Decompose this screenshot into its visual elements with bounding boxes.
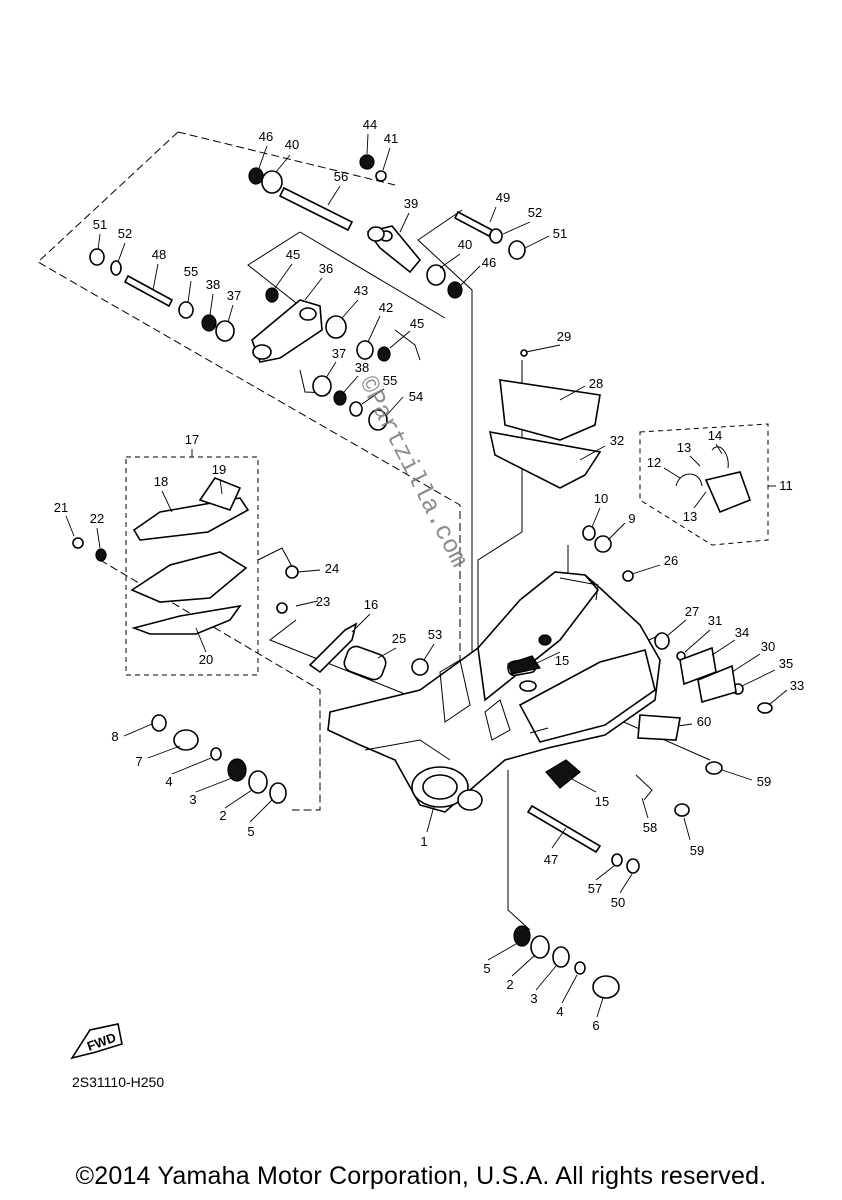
callout-17: 17 bbox=[185, 432, 199, 447]
callout-46a: 46 bbox=[259, 129, 273, 144]
callout-28: 28 bbox=[589, 376, 603, 391]
leader-lines bbox=[65, 133, 788, 1018]
callout-22: 22 bbox=[90, 511, 104, 526]
callout-26: 26 bbox=[664, 553, 678, 568]
callout-51b: 51 bbox=[553, 226, 567, 241]
callout-14: 14 bbox=[708, 428, 722, 443]
callout-35: 35 bbox=[779, 656, 793, 671]
callout-2b: 2 bbox=[506, 977, 513, 992]
callout-3a: 3 bbox=[189, 792, 196, 807]
callout-51a: 51 bbox=[93, 217, 107, 232]
callout-36: 36 bbox=[319, 261, 333, 276]
callout-20: 20 bbox=[199, 652, 213, 667]
callout-45a: 45 bbox=[286, 247, 300, 262]
callout-46b: 46 bbox=[482, 255, 496, 270]
callout-15a: 15 bbox=[555, 653, 569, 668]
callout-6: 6 bbox=[592, 1018, 599, 1033]
callout-53: 53 bbox=[428, 627, 442, 642]
plates-guards bbox=[488, 379, 737, 801]
callout-5b: 5 bbox=[483, 961, 490, 976]
callout-42: 42 bbox=[379, 300, 393, 315]
callout-4a: 4 bbox=[165, 774, 172, 789]
callout-60: 60 bbox=[697, 714, 711, 729]
callout-57: 57 bbox=[588, 881, 602, 896]
callout-49: 49 bbox=[496, 190, 510, 205]
callout-31: 31 bbox=[708, 613, 722, 628]
callout-39: 39 bbox=[404, 196, 418, 211]
callout-2a: 2 bbox=[219, 808, 226, 823]
callout-47: 47 bbox=[544, 852, 558, 867]
callout-40b: 40 bbox=[458, 237, 472, 252]
callout-12: 12 bbox=[647, 455, 661, 470]
callout-19: 19 bbox=[212, 462, 226, 477]
callout-5a: 5 bbox=[247, 824, 254, 839]
callout-37a: 37 bbox=[227, 288, 241, 303]
callout-8: 8 bbox=[111, 729, 118, 744]
callout-38b: 38 bbox=[355, 360, 369, 375]
callout-7: 7 bbox=[135, 754, 142, 769]
callout-16: 16 bbox=[364, 597, 378, 612]
callout-37b: 37 bbox=[332, 346, 346, 361]
callout-59b: 59 bbox=[690, 843, 704, 858]
callout-30: 30 bbox=[761, 639, 775, 654]
callout-24: 24 bbox=[325, 561, 339, 576]
callout-58: 58 bbox=[643, 820, 657, 835]
callout-55a: 55 bbox=[184, 264, 198, 279]
callout-13b: 13 bbox=[683, 509, 697, 524]
callout-43: 43 bbox=[354, 283, 368, 298]
callout-50: 50 bbox=[611, 895, 625, 910]
callout-4b: 4 bbox=[556, 1004, 563, 1019]
callout-23: 23 bbox=[316, 594, 330, 609]
callout-56: 56 bbox=[334, 169, 348, 184]
callout-52b: 52 bbox=[528, 205, 542, 220]
callout-27: 27 bbox=[685, 604, 699, 619]
callout-44: 44 bbox=[363, 117, 377, 132]
callout-15b: 15 bbox=[595, 794, 609, 809]
callout-52a: 52 bbox=[118, 226, 132, 241]
callout-48: 48 bbox=[152, 247, 166, 262]
callout-25: 25 bbox=[392, 631, 406, 646]
chain-guard-group bbox=[125, 456, 259, 676]
swingarm bbox=[327, 571, 681, 813]
bearings-collars bbox=[72, 154, 773, 999]
callout-10: 10 bbox=[594, 491, 608, 506]
callout-11: 11 bbox=[779, 478, 793, 493]
callout-55b: 55 bbox=[383, 373, 397, 388]
callout-32: 32 bbox=[610, 433, 624, 448]
callout-59a: 59 bbox=[757, 774, 771, 789]
callout-41: 41 bbox=[384, 131, 398, 146]
callout-13a: 13 bbox=[677, 440, 691, 455]
callout-21: 21 bbox=[54, 500, 68, 515]
callout-18: 18 bbox=[154, 474, 168, 489]
callout-3b: 3 bbox=[530, 991, 537, 1006]
copyright-notice: ©2014 Yamaha Motor Corporation, U.S.A. A… bbox=[75, 1162, 767, 1190]
callout-40a: 40 bbox=[285, 137, 299, 152]
callout-9: 9 bbox=[628, 511, 635, 526]
callout-33: 33 bbox=[790, 678, 804, 693]
callout-34: 34 bbox=[735, 625, 749, 640]
callout-1: 1 bbox=[420, 834, 427, 849]
fwd-arrow-icon: FWD bbox=[70, 1023, 123, 1060]
callout-29: 29 bbox=[557, 329, 571, 344]
callout-38a: 38 bbox=[206, 277, 220, 292]
callout-54: 54 bbox=[409, 389, 423, 404]
tensioner-group bbox=[639, 423, 769, 546]
callout-45b: 45 bbox=[410, 316, 424, 331]
diagram-code: 2S31110-H250 bbox=[72, 1074, 165, 1090]
callouts: 1 2 2 3 3 4 4 5 5 6 7 8 9 10 11 12 13 13… bbox=[54, 117, 804, 1033]
